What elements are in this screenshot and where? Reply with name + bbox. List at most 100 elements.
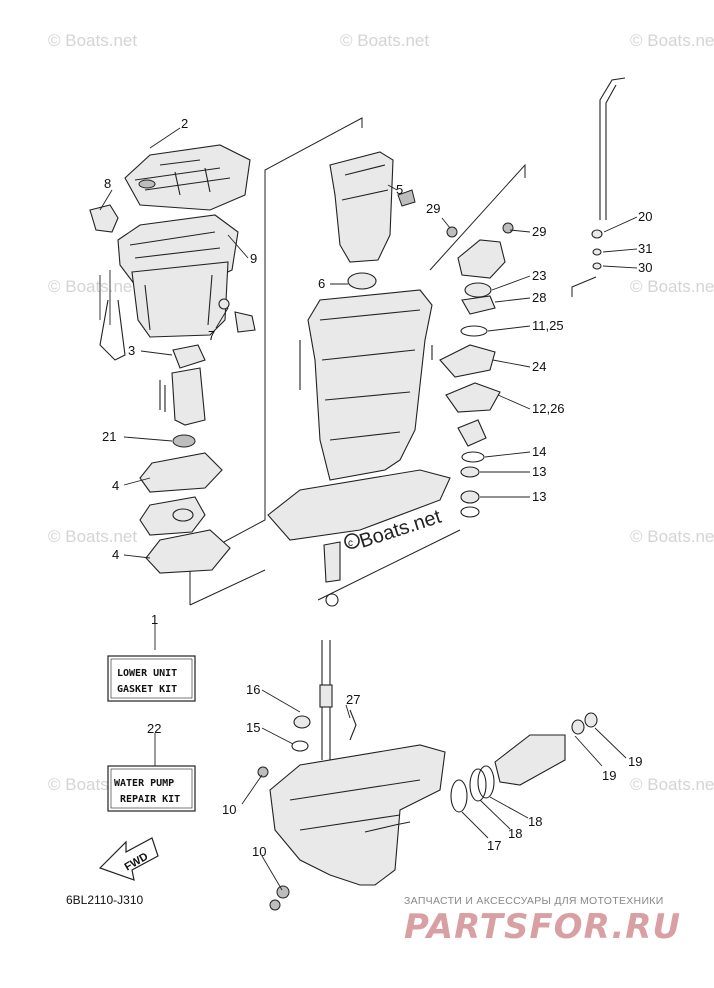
callout-22[interactable]: 22 [147,721,161,736]
callout-4[interactable]: 4 [112,547,119,562]
upper-casing [307,289,433,481]
gasket-4-upper [139,452,223,493]
callout-20[interactable]: 20 [638,209,652,224]
callout-15[interactable]: 15 [246,720,260,735]
gasket-4-lower [145,529,231,574]
svg-text:c: c [348,538,353,549]
oil-seal-housing [457,419,487,447]
seal-6 [347,272,377,290]
watermark: © Boats.net [340,31,429,50]
oil-pan [131,261,229,338]
callout-5[interactable]: 5 [396,182,403,197]
exhaust-manifold [329,151,394,263]
diagram-code: 6BL2110-J310 [66,893,144,907]
water-pump-repair-kit-box[interactable]: WATER PUMP REPAIR KIT [107,765,196,812]
callout-21[interactable]: 21 [102,429,116,444]
callout-16[interactable]: 16 [246,682,260,697]
upper-casing-group [89,144,256,574]
insert-23 [464,282,492,298]
exhaust-pipe [99,299,126,361]
watermark: © Boats.net [630,277,714,296]
gasket-12 [445,382,501,413]
lower-unit-group [257,640,598,911]
callout-27[interactable]: 27 [346,692,360,707]
callout-4[interactable]: 4 [112,478,119,493]
propeller-shaft [364,821,411,833]
prop-shaft-housing [494,734,566,786]
callout-19[interactable]: 19 [602,768,616,783]
water-pump-group [439,77,626,518]
pump-frame-right [571,276,597,297]
watermark: © Boats.net [630,527,714,546]
pump-frame [429,163,526,271]
o-ring-17 [450,779,468,813]
callout-17[interactable]: 17 [487,838,501,853]
upper-casing-top [124,144,251,211]
gasket-plate [139,496,206,536]
center-group-frame [317,529,461,601]
callout-8[interactable]: 8 [104,176,111,191]
gasket-3 [172,344,206,369]
callout-13[interactable]: 13 [532,464,546,479]
brand-logo: ЗАПЧАСТИ И АКСЕССУАРЫ ДЛЯ МОТОТЕХНИКИ PA… [404,895,680,947]
washer-19a [571,719,585,735]
pump-housing [457,239,506,279]
water-tube [323,541,341,583]
plug-7 [234,311,256,333]
lower-unit-gasket-kit-box[interactable]: LOWER UNIT GASKET KIT [107,655,196,702]
bracket-8 [89,204,119,233]
washer-19b [584,712,598,728]
callout-18[interactable]: 18 [508,826,522,841]
watermark: © Boats.net [630,31,714,50]
callout-18[interactable]: 18 [528,814,542,829]
callout-31[interactable]: 31 [638,241,652,256]
callout-28[interactable]: 28 [532,290,546,305]
center-casing-group [267,151,451,607]
callout-30[interactable]: 30 [638,260,652,275]
watermark: © Boats.net [48,527,137,546]
callout-7[interactable]: 7 [208,328,215,343]
seal-13a [460,466,480,478]
fwd-arrow-icon: FWD [98,837,159,881]
callout-24[interactable]: 24 [532,359,546,374]
callout-13[interactable]: 13 [532,489,546,504]
kit-line-1: LOWER UNIT [117,668,177,679]
grommet-5 [397,189,416,207]
callout-10[interactable]: 10 [222,802,236,817]
callout-1[interactable]: 1 [151,612,158,627]
callout-19[interactable]: 19 [628,754,642,769]
grommet-20 [591,229,603,239]
watermark: © Boats.net [48,277,137,296]
callout-12-26[interactable]: 12,26 [532,401,565,416]
watermark: © Boats.net [630,775,714,794]
seal-13b [460,490,480,504]
frame-bottom-link [189,569,266,606]
callout-labels: 2 8 9 7 3 21 4 4 5 6 29 29 20 31 30 23 2… [102,116,652,859]
callout-29[interactable]: 29 [532,224,546,239]
callout-14[interactable]: 14 [532,444,546,459]
plug-10 [276,885,290,899]
clip-27 [349,709,357,741]
outer-plate-24 [439,344,496,378]
o-ring-14 [461,451,485,463]
kit-line-1: WATER PUMP [114,778,174,789]
o-ring-18a [469,768,487,802]
callout-29[interactable]: 29 [426,201,440,216]
callout-2[interactable]: 2 [181,116,188,131]
callout-6[interactable]: 6 [318,276,325,291]
callout-23[interactable]: 23 [532,268,546,283]
kit-line-2: REPAIR KIT [120,794,180,805]
o-ring-15 [291,740,309,752]
lower-case [269,744,446,886]
callout-10[interactable]: 10 [252,844,266,859]
seal-30 [592,262,602,270]
watermark: © Boats.net [48,31,137,50]
seal-21 [172,434,196,448]
water-tube-20 [599,77,626,220]
callout-3[interactable]: 3 [128,343,135,358]
leader-lines [99,127,638,891]
callout-9[interactable]: 9 [250,251,257,266]
callout-11-25[interactable]: 11,25 [532,318,564,333]
seal-16-housing [293,715,311,729]
